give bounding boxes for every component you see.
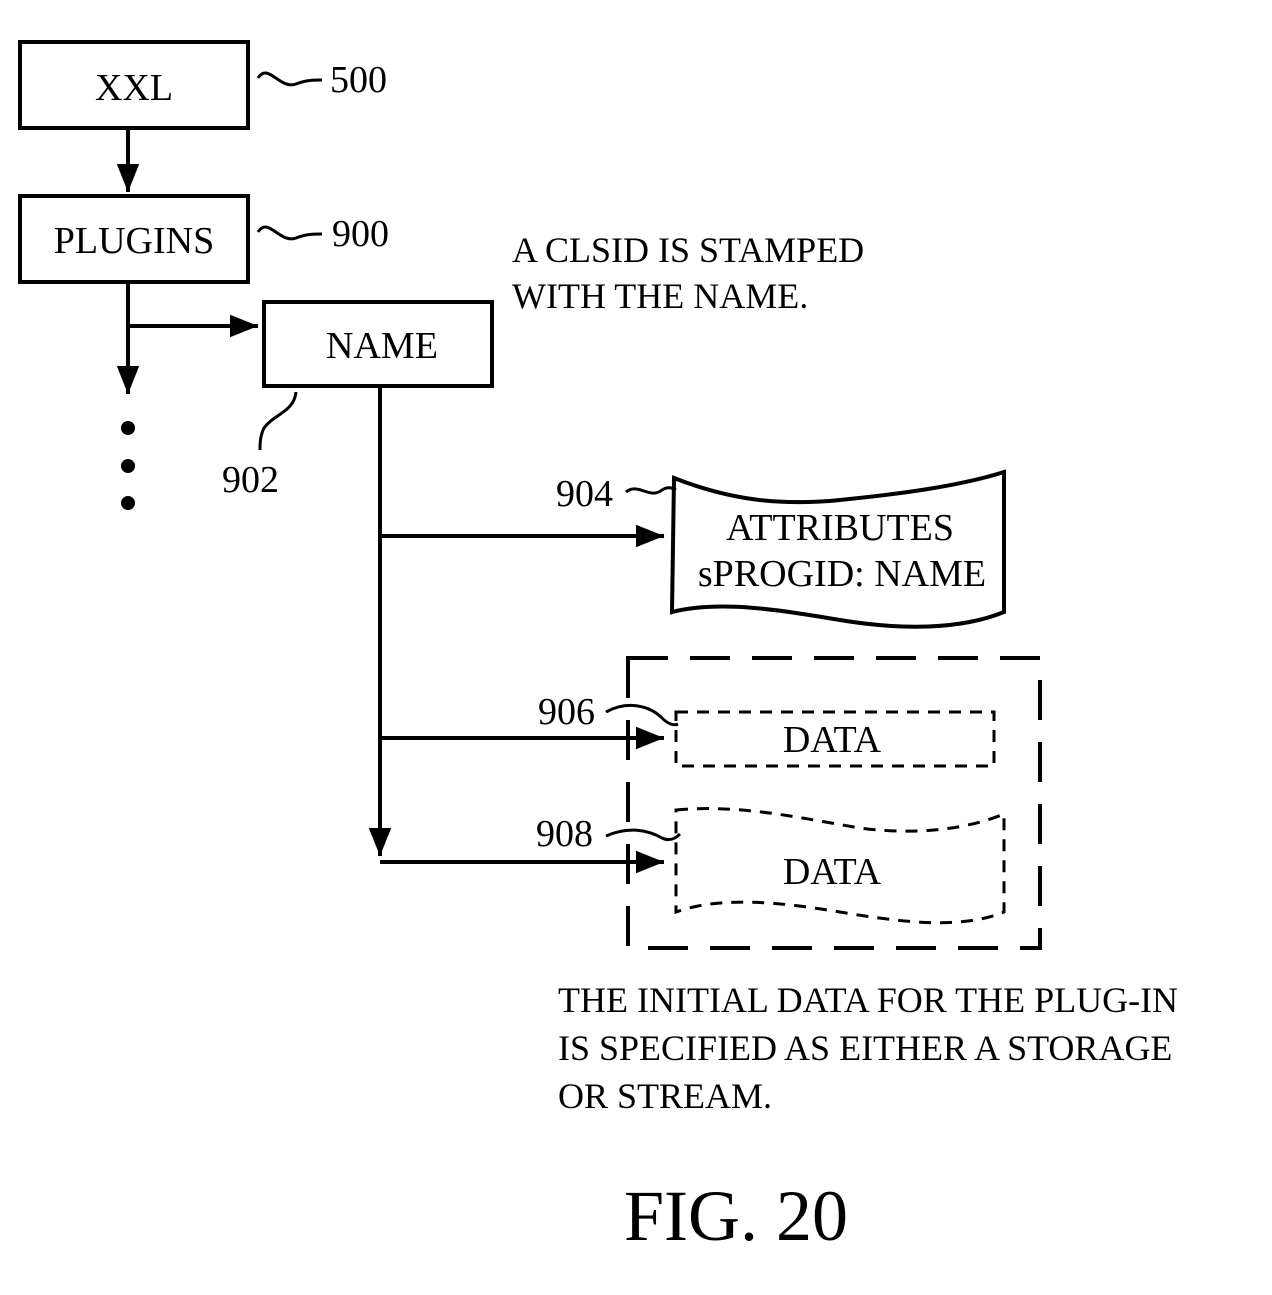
continuation-dots <box>121 421 135 510</box>
clsid-note-line-1: A CLSID IS STAMPED <box>512 230 864 270</box>
attributes-ref-number: 904 <box>556 473 613 515</box>
plugins-ref-leader <box>258 227 322 239</box>
figure-label: FIG. 20 <box>624 1176 848 1256</box>
data-storage-ref-leader <box>606 705 678 724</box>
continuation-dot <box>121 421 135 435</box>
name-label: NAME <box>326 325 438 367</box>
data-stream-node: DATA <box>676 809 1004 923</box>
plugins-node: PLUGINS <box>20 196 248 282</box>
plugins-ref-number: 900 <box>332 213 389 255</box>
name-ref-leader <box>260 392 296 450</box>
attributes-ref-leader <box>626 488 676 493</box>
attributes-node: ATTRIBUTES sPROGID: NAME <box>672 472 1004 627</box>
data-stream-ref-number: 908 <box>536 813 593 855</box>
name-ref-number: 902 <box>222 459 279 501</box>
data-storage-label: DATA <box>783 719 882 761</box>
plugins-label: PLUGINS <box>54 220 214 262</box>
xxl-node: XXL <box>20 42 248 128</box>
clsid-note-line-2: WITH THE NAME. <box>512 276 808 316</box>
xxl-label: XXL <box>95 67 173 109</box>
data-stream-ref-leader <box>606 830 680 840</box>
xxl-ref-leader <box>258 73 322 85</box>
attributes-label-line-1: ATTRIBUTES <box>726 507 954 549</box>
initial-data-container <box>628 658 1040 948</box>
continuation-dot <box>121 459 135 473</box>
initial-data-note-line-1: THE INITIAL DATA FOR THE PLUG-IN <box>558 980 1178 1020</box>
data-storage-node: DATA <box>676 712 994 766</box>
data-stream-label: DATA <box>783 851 882 893</box>
attributes-label-line-2: sPROGID: NAME <box>698 553 986 595</box>
data-storage-ref-number: 906 <box>538 691 595 733</box>
initial-data-note-line-2: IS SPECIFIED AS EITHER A STORAGE <box>558 1028 1172 1068</box>
name-node: NAME <box>264 302 492 386</box>
initial-data-note-line-3: OR STREAM. <box>558 1076 772 1116</box>
attributes-document-shape <box>672 472 1004 627</box>
continuation-dot <box>121 496 135 510</box>
xxl-ref-number: 500 <box>330 59 387 101</box>
